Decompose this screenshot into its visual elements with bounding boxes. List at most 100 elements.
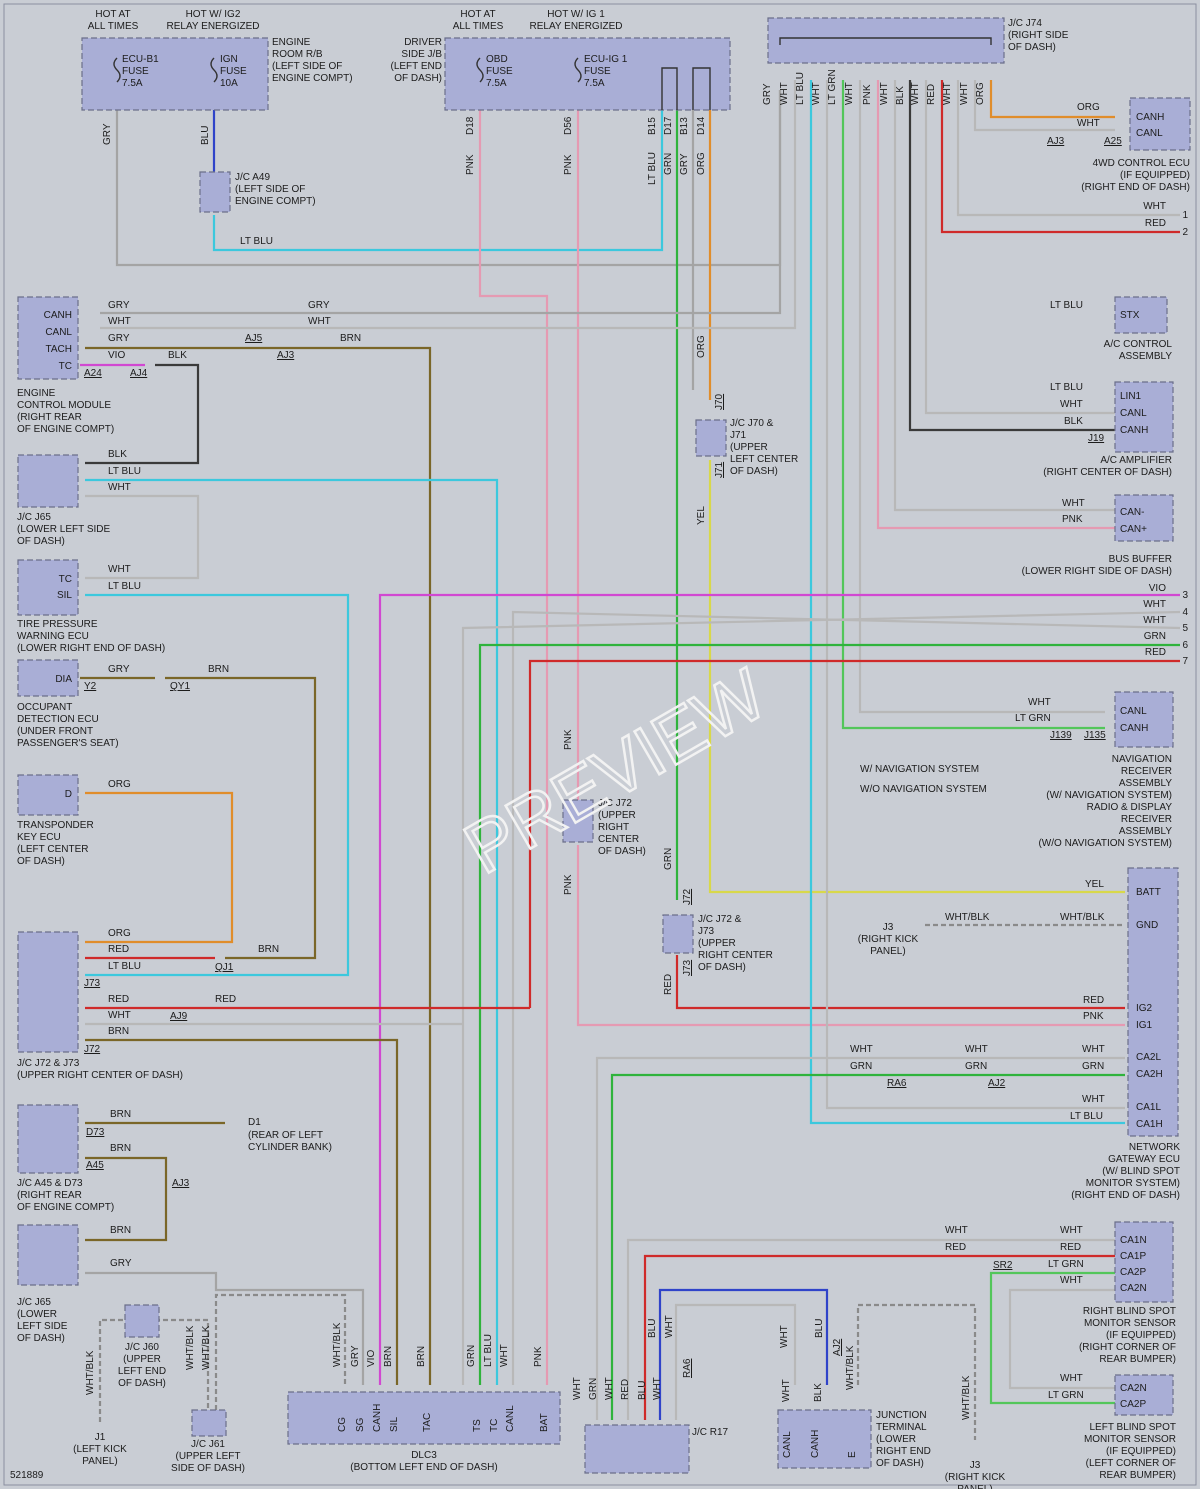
ecm-wire-gry-2: GRY xyxy=(108,333,130,344)
wire-ltblu-j65 xyxy=(85,478,499,1385)
wire-wht-j74-18 xyxy=(858,80,1105,714)
gw-wire-wht-3: WHT xyxy=(1082,1044,1105,1055)
wire-brn-ecm-tach xyxy=(85,346,432,1385)
wire-ltblu-j74-6 xyxy=(809,80,1125,1125)
j72b-red: RED xyxy=(663,974,674,995)
gateway-pin-0: BATT xyxy=(1136,887,1161,898)
tpw-caption-0: TIRE PRESSURE xyxy=(17,619,98,630)
jc-j70-2: (UPPER xyxy=(730,442,768,453)
jc-j72-j73-box xyxy=(17,931,79,1053)
j74-wire-label-11: WHT xyxy=(942,82,953,105)
network-gateway-box xyxy=(1127,867,1179,1137)
j74-wire-label-9: WHT xyxy=(910,82,921,105)
jc-a45-conn-a45: A45 xyxy=(86,1160,104,1171)
ac-amp-conn-j19: J19 xyxy=(1088,433,1105,444)
ecm-caption-1: CONTROL MODULE xyxy=(17,400,111,411)
nav-caption-1: RECEIVER xyxy=(1121,766,1172,777)
pin-d14: D14 xyxy=(696,116,707,135)
nav-caption-3: (W/ NAVIGATION SYSTEM) xyxy=(1046,790,1172,801)
lbsm-pin-ca2p: CA2P xyxy=(1120,1399,1146,1410)
wire-pnk-j72-lower xyxy=(576,845,1125,1027)
wire-grn-right-6 xyxy=(478,643,1180,1385)
engine-room-rb-1: ROOM R/B xyxy=(272,49,323,60)
jc-j61-box xyxy=(191,1409,227,1437)
j72-wire-3: RED xyxy=(108,994,129,1005)
occ-conn-qy1: QY1 xyxy=(170,681,190,692)
nav-caption-0: NAVIGATION xyxy=(1112,754,1172,765)
ac-ctrl-pin-stx: STX xyxy=(1120,310,1140,321)
j72-wire-red-aj9: RED xyxy=(215,994,236,1005)
gw-wire-grn-1: GRN xyxy=(850,1061,872,1072)
wire-wht-r17-3 xyxy=(674,1303,797,1420)
ecu-4wd-wire-org: ORG xyxy=(1077,102,1100,113)
lbsm-caption-4: REAR BUMPER) xyxy=(1099,1470,1176,1481)
rbsm-conn-sr2: SR2 xyxy=(993,1260,1013,1271)
gateway-caption-1: GATEWAY ECU xyxy=(1108,1154,1180,1165)
d1-caption-1: CYLINDER BANK) xyxy=(248,1142,332,1153)
ac-amp-pin-2: CANH xyxy=(1120,425,1148,436)
ecu-4wd-box xyxy=(1129,97,1191,151)
transponder-ecu-box xyxy=(17,774,79,816)
jc-j72-j73-b-2: (UPPER xyxy=(698,938,736,949)
wire-ltgrn-j74-7 xyxy=(841,80,1105,730)
jc-j74-2: OF DASH) xyxy=(1008,42,1056,53)
jc-j61-2: SIDE OF DASH) xyxy=(171,1463,245,1474)
occ-caption-0: OCCUPANT xyxy=(17,702,72,713)
jc-r17-box xyxy=(584,1424,690,1474)
jc-j72-mid-1: (UPPER xyxy=(598,810,636,821)
wire-red-right-7 xyxy=(528,659,1180,1008)
jt-aj2: AJ2 xyxy=(832,1338,843,1356)
occ-wire-gry: GRY xyxy=(108,664,130,675)
j3-2: PANEL) xyxy=(870,946,905,957)
wire-whtblk-jt xyxy=(856,1303,977,1440)
wire-red-j74-4 xyxy=(940,80,1180,234)
wire-wht-j74-16 xyxy=(893,80,1115,512)
jc-j65-a-box xyxy=(17,454,79,508)
dlc3-pin-2: CANH xyxy=(372,1404,383,1432)
jc-j65-b-2: LEFT SIDE xyxy=(17,1321,68,1332)
jt-blk-low: BLK xyxy=(813,1383,824,1402)
gateway-caption-4: (RIGHT END OF DASH) xyxy=(1071,1190,1180,1201)
tpw-caption-1: WARNING ECU xyxy=(17,631,89,642)
ecu-4wd-conn-aj3: AJ3 xyxy=(1047,136,1065,147)
gateway-caption-2: (W/ BLIND SPOT xyxy=(1102,1166,1180,1177)
ac-amp-pin-1: CANL xyxy=(1120,408,1147,419)
wire-wht-ca2l xyxy=(595,1056,1125,1420)
hot-ig1-0: HOT W/ IG 1 xyxy=(547,9,605,20)
jc-a49-box xyxy=(199,171,231,213)
jc-a45-caption-1: (RIGHT REAR xyxy=(17,1190,82,1201)
jb-jumper-a-icon xyxy=(661,67,678,110)
engine-room-rb-box xyxy=(81,37,269,111)
rbsm-pin-0: CA1N xyxy=(1120,1235,1147,1246)
wire-wht-j74-17 xyxy=(825,80,1125,1110)
jt-wht-low: WHT xyxy=(781,1379,792,1402)
tpw-caption-2: (LOWER RIGHT END OF DASH) xyxy=(17,643,165,654)
j72-wire-2: LT BLU xyxy=(108,961,141,972)
right-feed-label-2: WHT xyxy=(1143,615,1166,626)
dlc3-pin-0: CG xyxy=(337,1417,348,1432)
driver-side-jb-1: SIDE J/B xyxy=(401,49,442,60)
jc-j72-j73-b-conn2: J73 xyxy=(682,959,693,976)
wire-ltblu-tpw-sil xyxy=(85,593,350,977)
gateway-caption-0: NETWORK xyxy=(1129,1142,1180,1153)
right-edge-num-2: 3 xyxy=(1182,590,1188,601)
ac-control-box xyxy=(1114,296,1168,334)
nav-pin-canl: CANL xyxy=(1120,706,1147,717)
pin-d17: D17 xyxy=(663,116,674,135)
bus-buffer-box xyxy=(1114,494,1174,542)
dlc3-wire-7: WHT xyxy=(499,1344,510,1367)
a45-wire-brn-1: BRN xyxy=(110,1109,131,1120)
gw-wire-grn-3: GRN xyxy=(1082,1061,1104,1072)
driver-side-jb-3: OF DASH) xyxy=(394,73,442,84)
wire-brn-a45 xyxy=(85,1156,168,1242)
wire-layer xyxy=(80,80,1181,1440)
tpw-wire-wht: WHT xyxy=(108,564,131,575)
component-layer xyxy=(17,17,1191,1474)
bus-buf-caption-0: BUS BUFFER xyxy=(1109,554,1172,565)
dlc3-pin-1: SG xyxy=(355,1417,366,1432)
wire-yel-j71 xyxy=(708,460,1125,894)
ecu-4wd-caption-1: (IF EQUIPPED) xyxy=(1120,170,1190,181)
jc-j65-a-2: OF DASH) xyxy=(17,536,65,547)
jc-r17-name: J/C R17 xyxy=(692,1427,729,1438)
